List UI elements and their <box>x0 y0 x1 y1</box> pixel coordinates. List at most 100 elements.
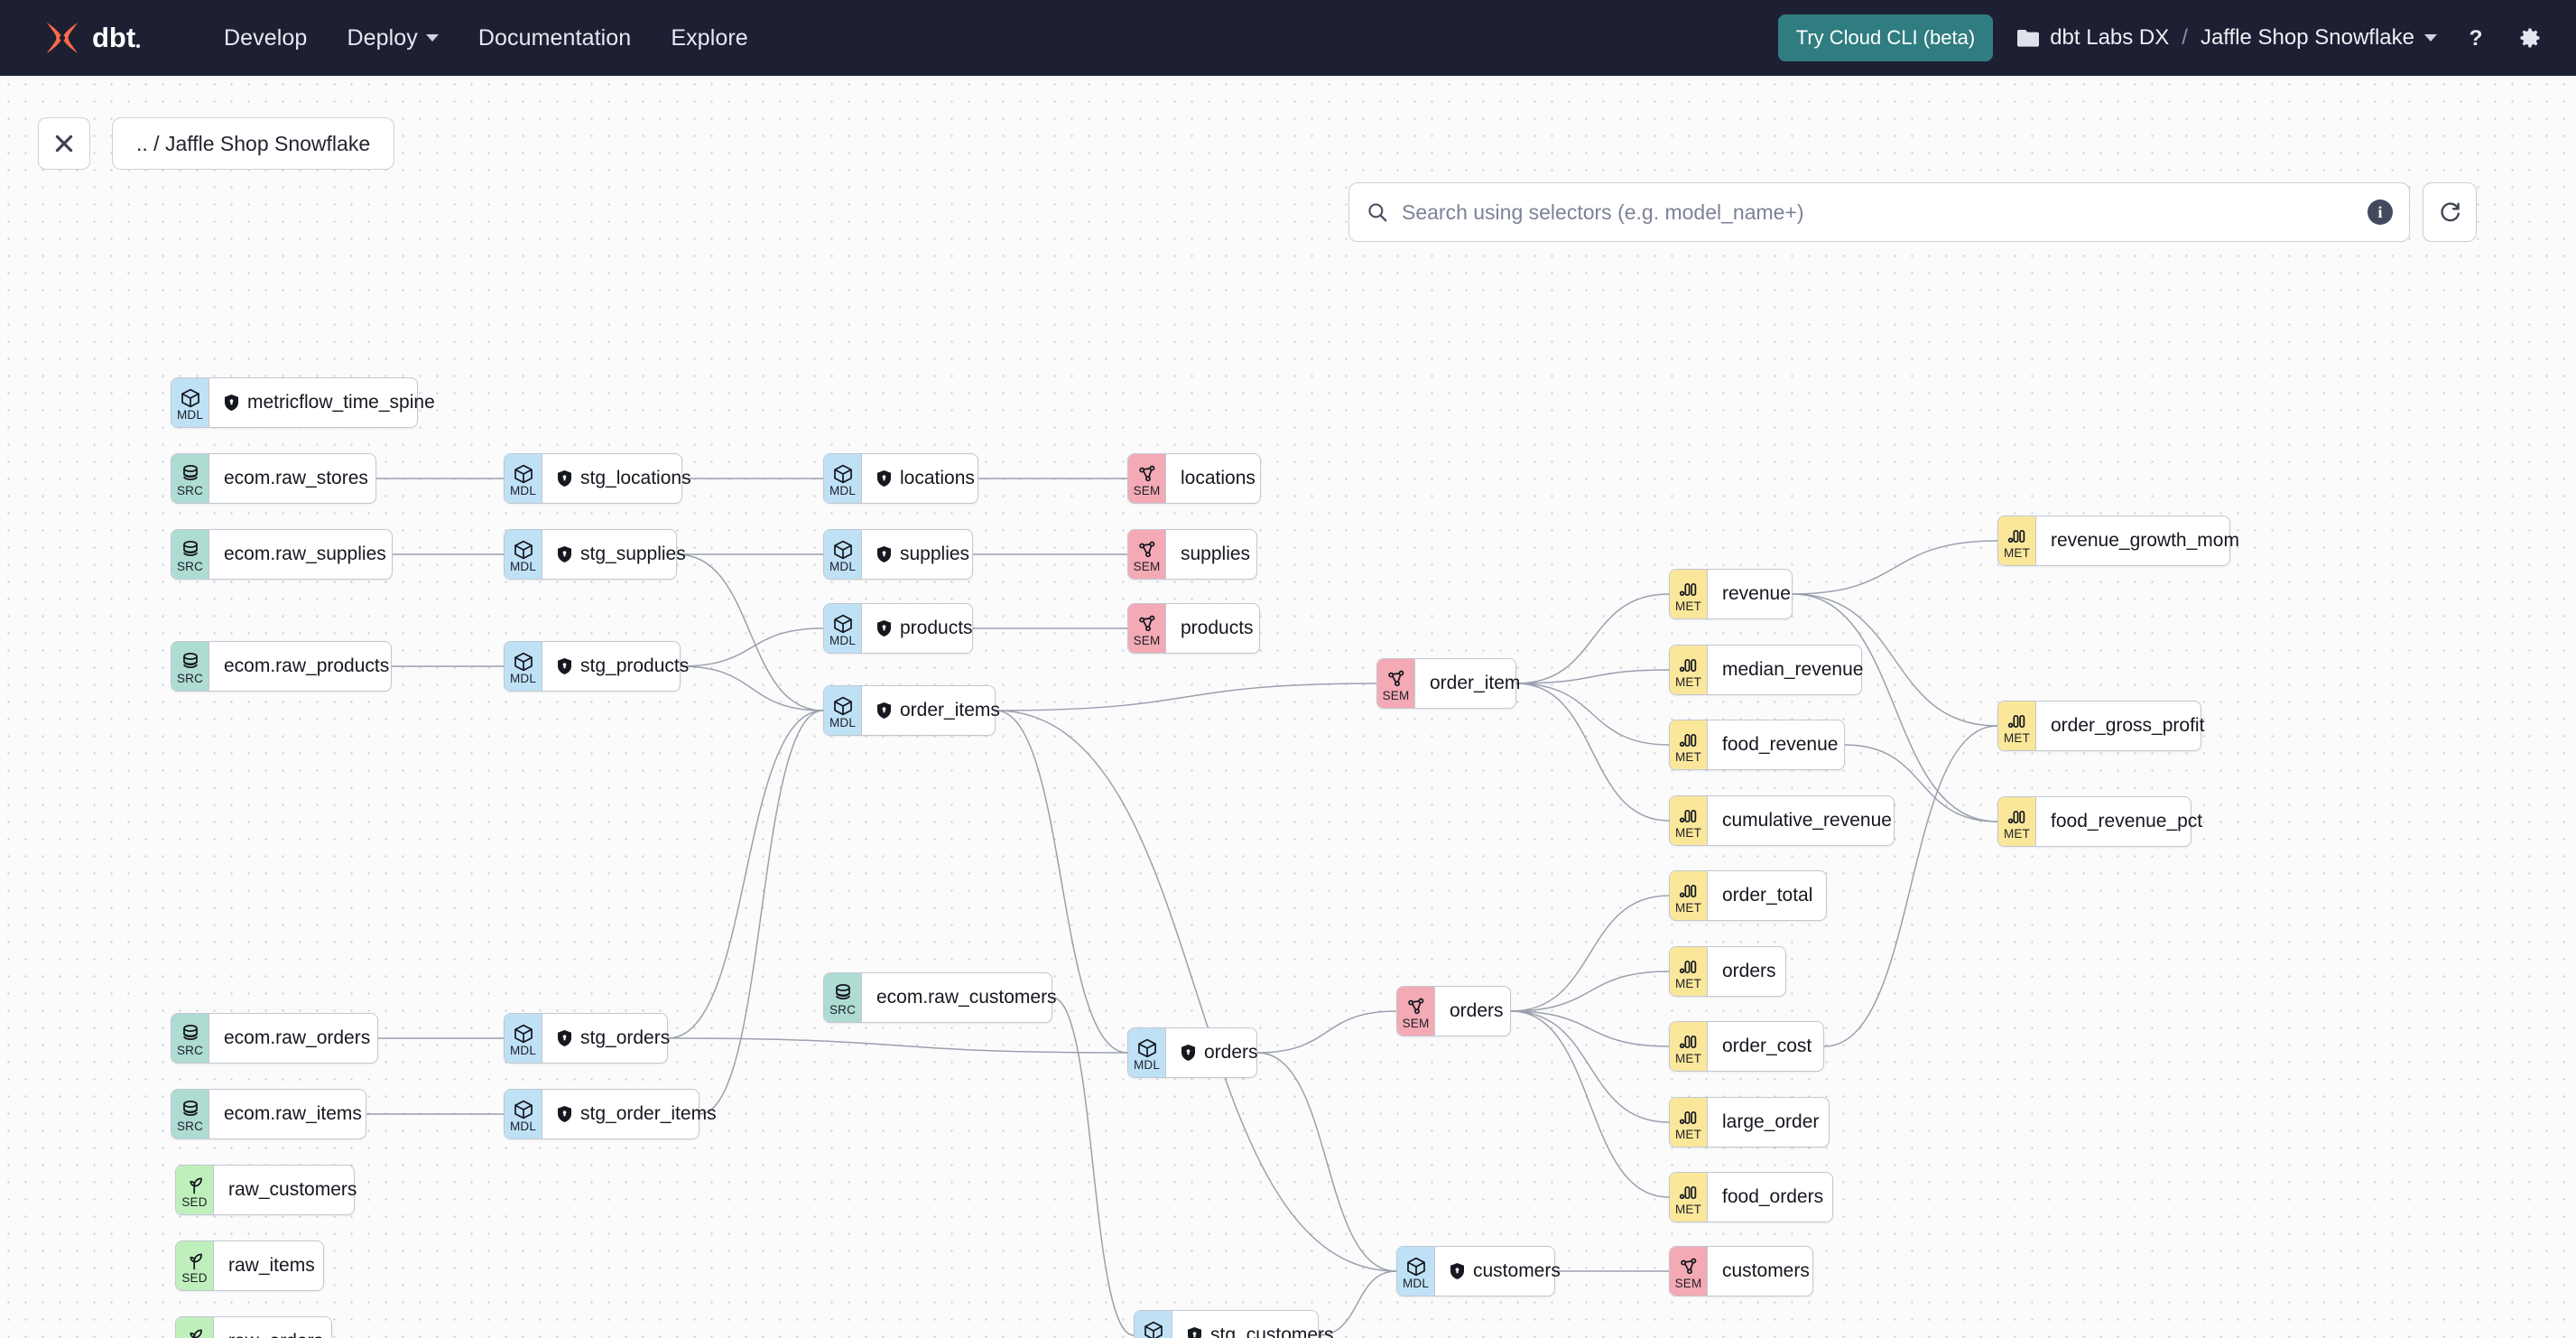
node-label: stg_locations <box>580 468 691 488</box>
svg-text:dbt: dbt <box>92 23 135 53</box>
graph-node-mdl_order_items[interactable]: MDL order_items <box>823 685 1000 736</box>
breadcrumb-chevron-down-icon[interactable] <box>2424 34 2437 42</box>
node-label-wrap: stg_orders <box>542 1014 687 1063</box>
dbt-logo[interactable]: dbt <box>25 17 179 59</box>
node-label-wrap: raw_items <box>214 1241 332 1290</box>
lineage-edge <box>1515 683 1670 822</box>
lineage-edge <box>1510 1010 1670 1123</box>
close-button[interactable] <box>38 117 90 170</box>
node-label-wrap: supplies <box>1166 530 1267 579</box>
node-label-wrap: stg_supplies <box>542 530 703 579</box>
node-type-label: MDL <box>509 483 537 497</box>
node-type-label: MET <box>1674 599 1702 613</box>
lineage-edge <box>995 683 1377 711</box>
contract-shield-icon <box>877 546 891 562</box>
try-cloud-cli-button[interactable]: Try Cloud CLI (beta) <box>1777 14 1994 61</box>
help-button[interactable]: ? <box>2460 23 2491 53</box>
graph-node-stg_locations[interactable]: MDL stg_locations <box>504 453 691 504</box>
settings-button[interactable] <box>2515 23 2545 53</box>
lineage-edge <box>676 553 824 711</box>
node-label-wrap: metricflow_time_spine <box>209 378 452 427</box>
breadcrumb-account[interactable]: dbt Labs DX <box>2050 25 2170 50</box>
search-box[interactable]: i <box>1348 182 2410 242</box>
cube-icon: MDL <box>171 378 209 427</box>
node-label-wrap: locations <box>862 454 992 503</box>
contract-shield-icon <box>558 1106 571 1122</box>
breadcrumb[interactable]: .. / Jaffle Shop Snowflake <box>112 117 395 170</box>
search-icon <box>1368 203 1387 222</box>
node-label: order_items <box>900 700 1000 720</box>
bar-chart-icon: MET <box>1998 797 2036 846</box>
node-type-label: MET <box>2003 730 2031 745</box>
nav-item-develop-label: Develop <box>224 24 308 51</box>
cube-icon: MDL <box>505 530 542 579</box>
node-label-wrap: large_order <box>1708 1098 1836 1147</box>
refresh-button[interactable] <box>2423 182 2477 242</box>
lineage-edge <box>1844 744 1998 822</box>
info-icon[interactable]: i <box>2368 200 2393 225</box>
lineage-edge <box>699 710 824 1115</box>
node-label: food_revenue_pct <box>2051 811 2203 832</box>
breadcrumb-project[interactable]: Jaffle Shop Snowflake <box>2200 25 2414 50</box>
node-label: orders <box>1450 1000 1504 1021</box>
node-label: stg_products <box>580 655 690 676</box>
nav-item-develop[interactable]: Develop <box>224 25 307 51</box>
nav-item-explore[interactable]: Explore <box>671 25 747 51</box>
node-label-wrap: ecom.raw_supplies <box>209 530 403 579</box>
nav-item-deploy[interactable]: Deploy <box>347 25 439 51</box>
contract-shield-icon <box>1181 1045 1195 1061</box>
node-label: ecom.raw_stores <box>224 468 368 488</box>
node-label-wrap: raw_orders <box>214 1317 340 1338</box>
node-label-wrap: orders <box>1435 987 1521 1036</box>
node-type-label: SRC <box>176 1119 204 1133</box>
search-input[interactable] <box>1389 200 2368 225</box>
node-label: supplies <box>900 544 970 564</box>
node-label: ecom.raw_customers <box>876 987 1057 1008</box>
node-label: locations <box>1181 468 1256 488</box>
cube-icon: MDL <box>824 686 862 735</box>
graph-node-met_food_revenue_pct[interactable]: MET food_revenue_pct <box>1997 796 2202 847</box>
chevron-down-icon <box>425 34 439 42</box>
nav-item-documentation[interactable]: Documentation <box>478 25 631 51</box>
node-type-label: MDL <box>829 483 857 497</box>
lineage-edge <box>1510 1010 1670 1198</box>
